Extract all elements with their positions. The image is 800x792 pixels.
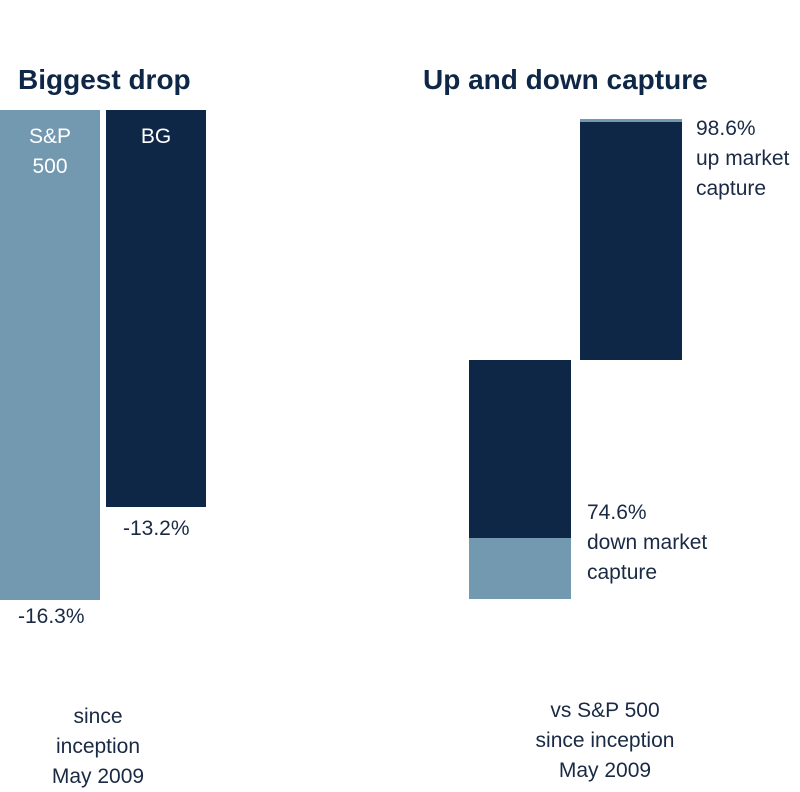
- down-capture-label-line2: down market: [587, 531, 708, 554]
- up-capture-label-line3: capture: [696, 177, 767, 200]
- bg-bar-label: BG: [140, 125, 172, 148]
- biggest-drop-footnote-line1: since: [73, 705, 123, 728]
- sp500-bar-label-line2: 500: [32, 155, 68, 178]
- up-capture-label-line2: up market: [696, 147, 790, 170]
- up-capture-bar: [580, 122, 682, 360]
- up-capture-value-label: 98.6%: [696, 117, 756, 140]
- down-capture-label-line3: capture: [587, 561, 658, 584]
- biggest-drop-footnote-line2: inception: [55, 735, 141, 758]
- capture-title: Up and down capture: [423, 64, 708, 95]
- capture-footnote-line3: May 2009: [558, 759, 652, 782]
- biggest-drop-footnote-line3: May 2009: [51, 765, 145, 788]
- bg-drop-value-label: -13.2%: [123, 517, 190, 540]
- sp500-drop-value-label: -16.3%: [18, 605, 85, 628]
- bg-drop-bar: [106, 110, 206, 507]
- biggest-drop-title: Biggest drop: [18, 64, 191, 95]
- capture-footnote-line1: vs S&P 500: [550, 699, 660, 722]
- sp500-bar-label-line1: S&P: [28, 125, 72, 148]
- up-capture-baseline-cap: [580, 119, 682, 123]
- sp500-drop-bar: [0, 110, 100, 600]
- down-capture-bar: [469, 360, 571, 539]
- capture-footnote-line2: since inception: [535, 729, 675, 752]
- down-capture-value-label: 74.6%: [587, 501, 647, 524]
- down-capture-sp500-extension: [469, 538, 571, 599]
